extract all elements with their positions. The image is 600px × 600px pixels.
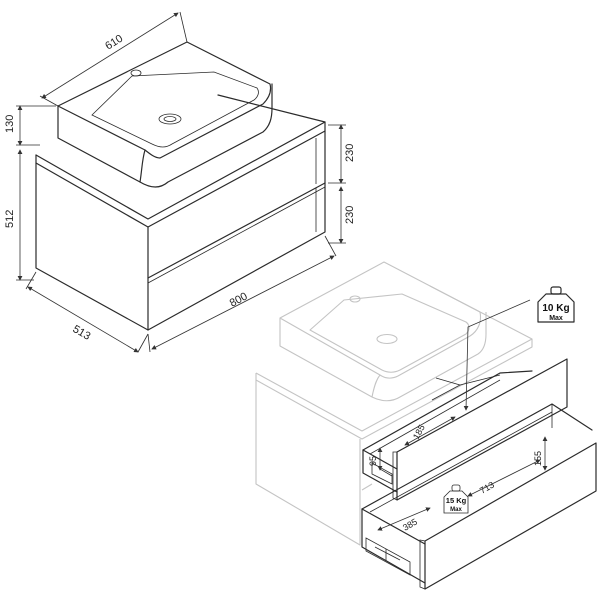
drain-icon xyxy=(158,113,182,125)
dimension-basin-height: 130 xyxy=(4,105,56,146)
dimension-cabinet-depth: 513 xyxy=(25,271,149,353)
dimension-basin-width: 610 xyxy=(39,11,188,107)
svg-text:Max: Max xyxy=(549,315,563,322)
svg-text:610: 610 xyxy=(103,33,125,53)
svg-text:513: 513 xyxy=(71,323,93,343)
top-drawer-open xyxy=(362,358,568,501)
dimension-cabinet-height: 512 xyxy=(4,149,34,281)
svg-text:130: 130 xyxy=(4,115,16,133)
svg-text:15 Kg: 15 Kg xyxy=(446,496,467,505)
dimension-drawer-bottom: 230 xyxy=(328,186,356,244)
weight-badge-top-icon: 10 Kg Max xyxy=(463,286,575,411)
ghost-basin xyxy=(279,261,487,402)
dimension-inner-depth-top: 185 xyxy=(404,416,456,446)
svg-text:10 Kg: 10 Kg xyxy=(542,303,569,314)
dimension-inner-width-bottom: 713 xyxy=(467,459,541,497)
svg-text:230: 230 xyxy=(344,144,356,162)
basin xyxy=(57,41,273,188)
svg-text:95: 95 xyxy=(368,456,378,466)
dimension-inner-depth-bottom: 385 xyxy=(377,507,431,533)
cabinet-assembled-view: 610 130 512 513 800 xyxy=(4,11,356,353)
svg-text:800: 800 xyxy=(228,290,250,309)
dimension-drawer-top: 230 xyxy=(328,124,356,184)
svg-text:155: 155 xyxy=(533,451,543,466)
svg-text:230: 230 xyxy=(344,206,356,224)
bottom-drawer-open xyxy=(361,403,597,590)
tap-hole-icon xyxy=(130,69,142,77)
dimension-cabinet-width: 800 xyxy=(147,235,337,353)
svg-text:512: 512 xyxy=(4,210,16,228)
ghost-cabinet xyxy=(255,285,533,546)
weight-badge-bottom-icon: 15 Kg Max xyxy=(443,484,469,514)
dimension-inner-height-top: 95 xyxy=(368,447,383,471)
cabinet-open-drawers-view: 185 95 155 713 385 15 Kg Max 1 xyxy=(255,261,597,590)
svg-text:Max: Max xyxy=(450,507,462,513)
dimension-inner-height-bottom: 155 xyxy=(533,436,548,471)
svg-text:713: 713 xyxy=(478,480,496,496)
svg-text:185: 185 xyxy=(411,423,427,441)
